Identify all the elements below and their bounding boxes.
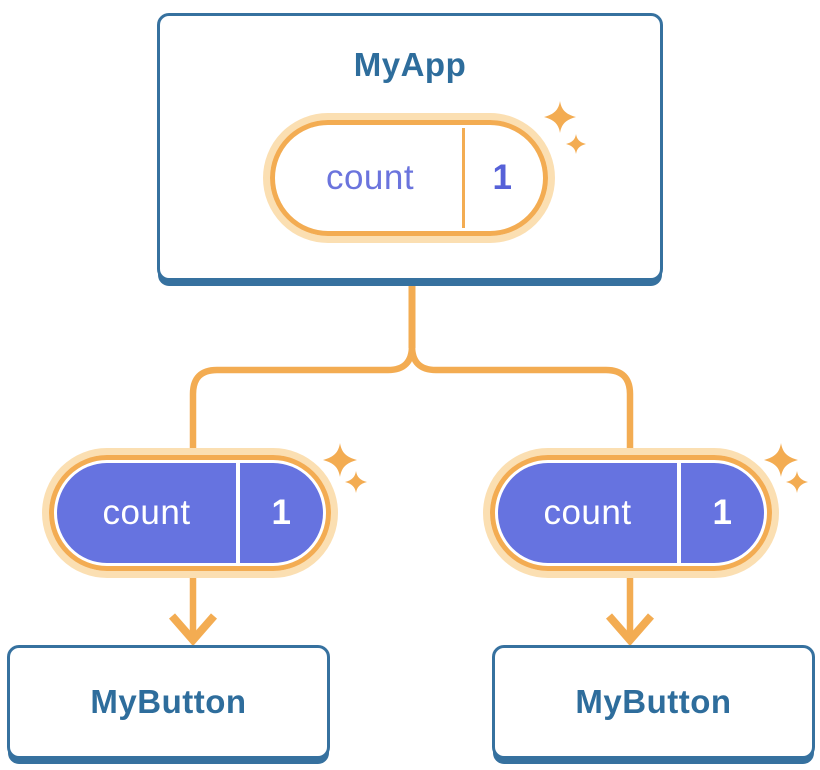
state-pill-right: count 1 xyxy=(483,448,779,578)
sparkle-icon xyxy=(764,443,808,493)
state-pill-body: count 1 xyxy=(498,463,764,563)
state-name: count xyxy=(102,493,191,532)
child-component-card-left: MyButton xyxy=(7,645,330,759)
sparkle-icon xyxy=(323,443,367,493)
state-pill-body: count 1 xyxy=(278,128,540,228)
connector-branch-right xyxy=(408,345,634,634)
arrow-down-icon xyxy=(605,613,655,647)
state-pill-ring: count 1 xyxy=(270,120,548,236)
state-pill-root: count 1 xyxy=(263,113,555,243)
state-value: 1 xyxy=(236,463,323,563)
component-title: MyApp xyxy=(353,46,467,83)
state-value: 1 xyxy=(462,128,540,228)
state-name: count xyxy=(325,158,415,197)
state-pill-ring: count 1 xyxy=(490,455,772,571)
component-title: MyButton xyxy=(575,683,732,720)
state-pill-body: count 1 xyxy=(57,463,323,563)
sparkle-icon xyxy=(544,101,586,154)
state-pill-left: count 1 xyxy=(42,448,338,578)
arrow-down-icon xyxy=(168,613,218,647)
state-pill-ring: count 1 xyxy=(49,455,331,571)
child-component-card-right: MyButton xyxy=(492,645,815,759)
state-value: 1 xyxy=(677,463,764,563)
component-title: MyButton xyxy=(90,683,247,720)
state-name: count xyxy=(543,493,632,532)
connector-branch-left xyxy=(189,345,416,634)
